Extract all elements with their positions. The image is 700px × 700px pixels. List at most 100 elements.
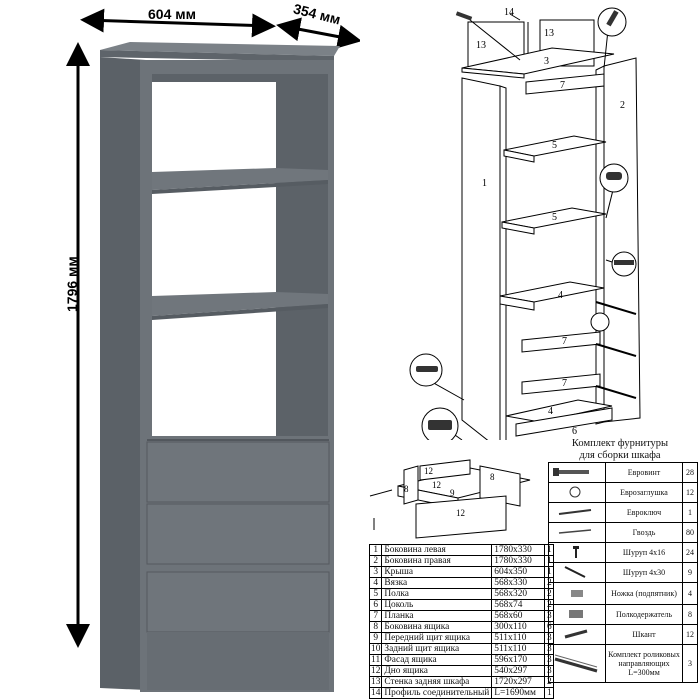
depth-dimension-arrow [276,17,360,49]
hardware-title-line1: Комплект фурнитуры [571,438,669,449]
parts-cell-name: Стенка задняя шкафа [381,676,493,688]
parts-cell-n: 7 [368,610,383,622]
parts-cell-n: 2 [368,555,383,567]
callout-2: 2 [620,100,625,111]
shelf-1 [152,168,328,190]
parts-cell-n: 14 [368,687,383,699]
hardware-cell-qty: 80 [682,522,698,543]
parts-cell-size: 568х74 [491,599,546,611]
parts-cell-n: 11 [368,654,383,666]
hardware-cell-qty: 12 [682,624,698,645]
callout-7-bottom: 7 [562,378,567,389]
eurocap-icon [548,482,606,503]
parts-cell-name: Полка [381,588,493,600]
drawer-2 [146,503,330,565]
cabinet-left-side [100,57,146,690]
width-dimension-arrow [80,8,276,38]
drawer-diagram: 12 8 12 9 8 12 [369,459,531,539]
hardware-cell-name: Шуруп 4х30 [605,562,683,583]
hardware-cell-name: Полкодержатель [605,604,683,625]
hardware-cell-qty: 12 [682,482,698,503]
parts-cell-n: 10 [368,643,383,655]
parts-cell-n: 8 [368,621,383,633]
parts-cell-qty: 1 [544,687,555,699]
parts-cell-size: 568х60 [491,610,546,622]
callout-1: 1 [482,178,487,189]
parts-cell-n: 9 [368,632,383,644]
hardware-cell-name: Шуруп 4х16 [605,542,683,563]
parts-cell-size: 1780х330 [491,555,546,567]
parts-cell-size: L=1690мм [491,687,546,699]
parts-cell-n: 4 [368,577,383,589]
hardware-cell-name: Евровинт [605,462,683,483]
parts-cell-n: 6 [368,599,383,611]
parts-cell-name: Крыша [381,566,493,578]
parts-cell-size: 300х110 [491,621,546,633]
parts-cell-n: 13 [368,676,383,688]
parts-cell-name: Дно ящика [381,665,493,677]
hardware-title-line2: для сборки шкафа [579,450,661,461]
hardware-cell-qty: 9 [682,562,698,583]
parts-cell-size: 604х350 [491,566,546,578]
roller-guides-icon [548,644,606,683]
callout-8-right: 8 [490,472,495,482]
callout-8-left: 8 [404,484,409,494]
hardware-title: Комплект фурнитуры для сборки шкафа [540,438,700,462]
shelf-2 [152,292,328,316]
parts-cell-size: 1720х297 [491,676,546,688]
callout-7-top: 7 [560,80,565,91]
callout-5-upper: 5 [552,140,557,151]
parts-cell-n: 3 [368,566,383,578]
hardware-cell-name: Гвоздь [605,522,683,543]
parts-cell-name: Боковина ящика [381,621,493,633]
eurobolt-icon [548,462,606,483]
callout-12: 12 [432,480,441,490]
cabinet-top [100,42,340,56]
callout-13-right: 13 [544,28,554,39]
hardware-cell-name: Комплект роликовых направляющих L=300мм [605,644,683,683]
hardware-table-row: Ножка (подпятник)4 [548,582,698,605]
hardware-cell-name: Еврозаглушка [605,482,683,503]
dowel-icon [548,624,606,645]
parts-cell-size: 511х110 [491,643,546,655]
parts-cell-size: 568х330 [491,577,546,589]
hardware-cell-qty: 4 [682,582,698,605]
hardware-cell-qty: 3 [682,644,698,683]
parts-cell-n: 1 [368,544,383,556]
parts-cell-name: Фасад ящика [381,654,493,666]
nail-icon [548,522,606,543]
hardware-cell-name: Ножка (подпятник) [605,582,683,605]
callout-4-lower: 4 [548,406,553,417]
hardware-cell-qty: 24 [682,542,698,563]
parts-cell-name: Передний щит ящика [381,632,493,644]
parts-cell-size: 1780х330 [491,544,546,556]
parts-cell-name: Планка [381,610,493,622]
drawer-3 [146,571,330,633]
screw-4x16-icon [548,542,606,563]
callout-9: 9 [450,488,455,498]
hardware-cell-qty: 8 [682,604,698,625]
callout-13-left: 13 [476,40,486,51]
parts-cell-size: 511х110 [491,632,546,644]
hardware-cell-qty: 1 [682,502,698,523]
parts-cell-size: 568х320 [491,588,546,600]
drawer-1 [146,441,330,503]
screw-4x30-icon [548,562,606,583]
assembly-diagram: 14 13 13 3 7 2 5 1 5 4 7 7 4 6 [409,7,641,440]
